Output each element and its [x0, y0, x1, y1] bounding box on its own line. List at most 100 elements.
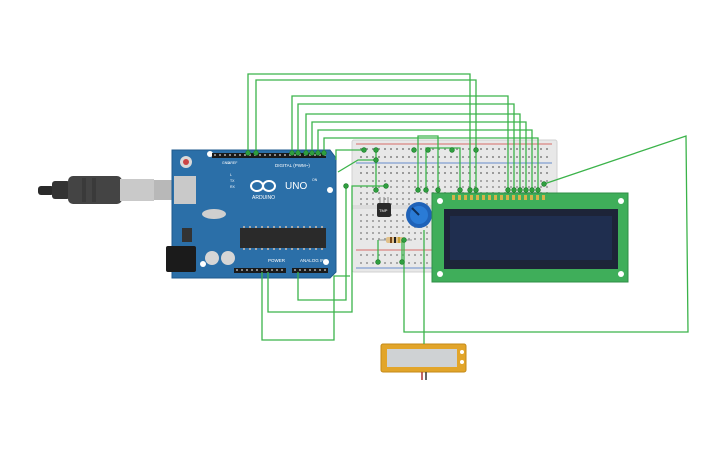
breadboard-hole — [480, 148, 482, 150]
aref-label: AREF — [228, 161, 237, 165]
breadboard-hole — [408, 254, 410, 256]
wire-endpoint — [315, 150, 321, 156]
potentiometer[interactable] — [406, 202, 432, 228]
breadboard-hole — [456, 148, 458, 150]
breadboard-hole — [372, 232, 374, 234]
breadboard-hole — [486, 148, 488, 150]
breadboard-hole — [456, 166, 458, 168]
breadboard-hole — [504, 180, 506, 182]
breadboard-hole — [420, 180, 422, 182]
lcd-pin — [476, 195, 479, 200]
breadboard-hole — [408, 148, 410, 150]
chip-pin — [315, 248, 317, 250]
chip-pin — [321, 248, 323, 250]
breadboard-hole — [360, 192, 362, 194]
header-pin — [251, 269, 253, 271]
breadboard-hole — [360, 254, 362, 256]
wire — [291, 95, 509, 190]
breadboard-hole — [402, 254, 404, 256]
breadboard-hole — [378, 156, 380, 158]
breadboard-hole — [510, 166, 512, 168]
wire-endpoint — [411, 147, 417, 153]
wire-endpoint — [517, 187, 523, 193]
usb-port — [174, 176, 196, 204]
wire — [403, 135, 689, 333]
breadboard-hole — [444, 148, 446, 150]
breadboard-hole — [474, 166, 476, 168]
breadboard-hole — [516, 186, 518, 188]
breadboard-hole — [498, 186, 500, 188]
header-pin — [294, 154, 296, 156]
breadboard-hole — [396, 226, 398, 228]
breadboard-hole — [414, 232, 416, 234]
breadboard-hole — [534, 180, 536, 182]
breadboard-hole — [360, 226, 362, 228]
wire-endpoint — [253, 150, 259, 156]
lcd-pin — [506, 195, 509, 200]
breadboard-hole — [378, 172, 380, 174]
breadboard-hole — [384, 226, 386, 228]
breadboard-hole — [420, 148, 422, 150]
chip-pin — [315, 226, 317, 228]
breadboard-hole — [480, 186, 482, 188]
breadboard-hole — [444, 166, 446, 168]
breadboard-hole — [492, 148, 494, 150]
header-pin — [276, 269, 278, 271]
chip-pin — [261, 226, 263, 228]
breadboard-hole — [426, 180, 428, 182]
breadboard-hole — [462, 172, 464, 174]
breadboard-hole — [372, 198, 374, 200]
header-pin — [274, 154, 276, 156]
breadboard-hole — [372, 172, 374, 174]
usb-cable — [38, 176, 174, 204]
chip-pin — [303, 248, 305, 250]
breadboard-hole — [396, 186, 398, 188]
header-pin — [324, 269, 326, 271]
wire — [417, 135, 439, 190]
breadboard-hole — [510, 180, 512, 182]
breadboard-hole — [510, 148, 512, 150]
breadboard-hole — [432, 180, 434, 182]
chip-pin — [321, 226, 323, 228]
breadboard-hole — [426, 232, 428, 234]
breadboard-hole — [432, 172, 434, 174]
capacitor — [221, 251, 235, 265]
chip-pin — [297, 248, 299, 250]
lcd-pin — [482, 195, 485, 200]
wire-endpoint — [361, 147, 367, 153]
breadboard-hole — [390, 254, 392, 256]
wire-endpoint — [289, 150, 295, 156]
breadboard-hole — [498, 148, 500, 150]
breadboard-hole — [396, 232, 398, 234]
on-label: ON — [312, 178, 318, 182]
breadboard-hole — [408, 226, 410, 228]
breadboard-hole — [438, 156, 440, 158]
breadboard-hole — [360, 172, 362, 174]
breadboard-hole — [450, 166, 452, 168]
breadboard-hole — [396, 198, 398, 200]
header-pin — [269, 154, 271, 156]
wire — [317, 129, 533, 190]
breadboard-hole — [402, 232, 404, 234]
temperature-sensor[interactable]: TMP — [377, 197, 391, 217]
breadboard-hole — [408, 180, 410, 182]
breadboard-hole — [498, 172, 500, 174]
wire-endpoint — [321, 150, 327, 156]
breadboard-hole — [444, 172, 446, 174]
breadboard-hole — [396, 262, 398, 264]
breadboard-hole — [522, 156, 524, 158]
breadboard-hole — [384, 166, 386, 168]
power-header — [234, 268, 286, 273]
header-pin — [319, 269, 321, 271]
breadboard-hole — [474, 180, 476, 182]
header-pin — [264, 154, 266, 156]
breadboard-hole — [402, 148, 404, 150]
chip-pin — [291, 248, 293, 250]
breadboard-hole — [372, 156, 374, 158]
wire-endpoint — [505, 187, 511, 193]
breadboard-hole — [420, 238, 422, 240]
breadboard-hole — [456, 186, 458, 188]
lcd-pin — [464, 195, 467, 200]
breadboard-hole — [402, 214, 404, 216]
breadboard-hole — [528, 172, 530, 174]
